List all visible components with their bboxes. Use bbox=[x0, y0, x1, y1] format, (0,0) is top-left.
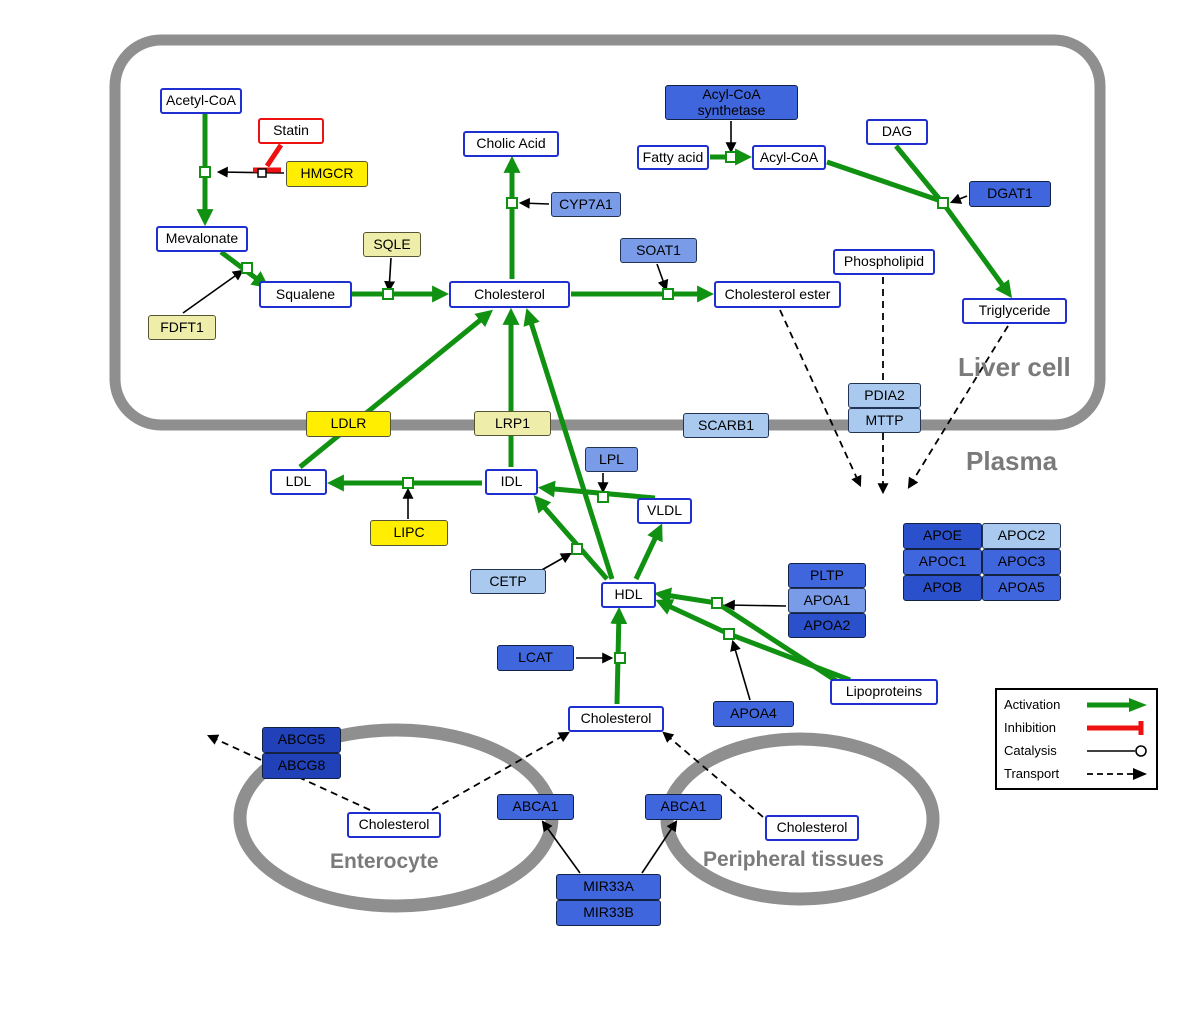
node-mir33a: MIR33A bbox=[556, 874, 661, 900]
liver-cell-label: Liver cell bbox=[958, 352, 1071, 382]
legend-label: Inhibition bbox=[1004, 720, 1057, 735]
legend-item-catalysis: Catalysis bbox=[1004, 740, 1149, 762]
node-acyl-coa-synthetase: Acyl-CoA synthetase bbox=[665, 85, 798, 120]
node-dgat1: DGAT1 bbox=[969, 181, 1051, 207]
plasma-label: Plasma bbox=[966, 446, 1058, 476]
legend-item-activation: Activation bbox=[1004, 694, 1149, 716]
node-ldl: LDL bbox=[270, 469, 327, 495]
node-lpl: LPL bbox=[585, 447, 638, 472]
node-sqle: SQLE bbox=[363, 232, 421, 257]
node-phospholipid: Phospholipid bbox=[833, 249, 935, 275]
node-cholesterol-liver: Cholesterol bbox=[449, 281, 570, 308]
node-cholesterol-peripheral: Cholesterol bbox=[765, 815, 859, 841]
node-pltp: PLTP bbox=[788, 563, 866, 588]
node-apoc1: APOC1 bbox=[903, 549, 982, 575]
node-cetp: CETP bbox=[470, 569, 546, 594]
legend-label: Transport bbox=[1004, 766, 1060, 781]
node-statin: Statin bbox=[258, 118, 324, 144]
node-pdia2: PDIA2 bbox=[848, 383, 921, 408]
node-acetyl-coa: Acetyl-CoA bbox=[160, 88, 242, 114]
node-abcg8: ABCG8 bbox=[262, 753, 341, 779]
node-apoa1: APOA1 bbox=[788, 588, 866, 613]
node-abca1-enterocyte: ABCA1 bbox=[497, 794, 574, 820]
node-dag: DAG bbox=[866, 119, 928, 145]
node-fatty-acid: Fatty acid bbox=[637, 145, 709, 170]
node-acyl-coa: Acyl-CoA bbox=[752, 145, 826, 170]
node-mevalonate: Mevalonate bbox=[156, 226, 248, 252]
catalysis-arrow-icon bbox=[1085, 743, 1149, 759]
legend-label: Activation bbox=[1004, 697, 1061, 712]
node-apoc3: APOC3 bbox=[982, 549, 1061, 575]
inhibition-arrow-icon bbox=[1085, 720, 1149, 736]
node-squalene: Squalene bbox=[259, 281, 352, 308]
enterocyte-label: Enterocyte bbox=[330, 850, 439, 873]
node-cholesterol-plasma: Cholesterol bbox=[568, 706, 664, 732]
node-apoa2: APOA2 bbox=[788, 613, 866, 638]
node-apoe: APOE bbox=[903, 523, 982, 549]
peripheral-tissues-label: Peripheral tissues bbox=[703, 848, 884, 871]
legend-item-inhibition: Inhibition bbox=[1004, 717, 1149, 739]
transport-arrow-icon bbox=[1085, 766, 1149, 782]
node-hmgcr: HMGCR bbox=[286, 161, 368, 187]
node-cyp7a1: CYP7A1 bbox=[551, 192, 621, 217]
node-mir33b: MIR33B bbox=[556, 900, 661, 926]
node-abcg5: ABCG5 bbox=[262, 727, 341, 753]
node-soat1: SOAT1 bbox=[620, 238, 697, 263]
node-mttp: MTTP bbox=[848, 408, 921, 433]
node-lrp1: LRP1 bbox=[474, 411, 551, 436]
node-fdft1: FDFT1 bbox=[148, 315, 216, 340]
node-triglyceride: Triglyceride bbox=[962, 298, 1067, 324]
node-lipoproteins: Lipoproteins bbox=[830, 679, 938, 705]
node-lipc: LIPC bbox=[370, 520, 448, 546]
activation-arrow-icon bbox=[1085, 697, 1149, 713]
node-cholic-acid: Cholic Acid bbox=[463, 131, 559, 157]
node-apoa4: APOA4 bbox=[713, 701, 794, 727]
node-idl: IDL bbox=[485, 469, 538, 495]
node-vldl: VLDL bbox=[637, 498, 692, 524]
node-cholesterol-enterocyte: Cholesterol bbox=[347, 812, 441, 838]
node-apoc2: APOC2 bbox=[982, 523, 1061, 549]
legend-item-transport: Transport bbox=[1004, 763, 1149, 785]
node-apob: APOB bbox=[903, 575, 982, 601]
node-apoa5: APOA5 bbox=[982, 575, 1061, 601]
node-cholesterol-ester: Cholesterol ester bbox=[714, 281, 841, 308]
node-ldlr: LDLR bbox=[306, 411, 391, 437]
node-hdl: HDL bbox=[601, 582, 656, 608]
node-abca1-peripheral: ABCA1 bbox=[645, 794, 722, 820]
node-lcat: LCAT bbox=[497, 645, 574, 671]
legend-label: Catalysis bbox=[1004, 743, 1057, 758]
node-scarb1: SCARB1 bbox=[683, 413, 769, 438]
